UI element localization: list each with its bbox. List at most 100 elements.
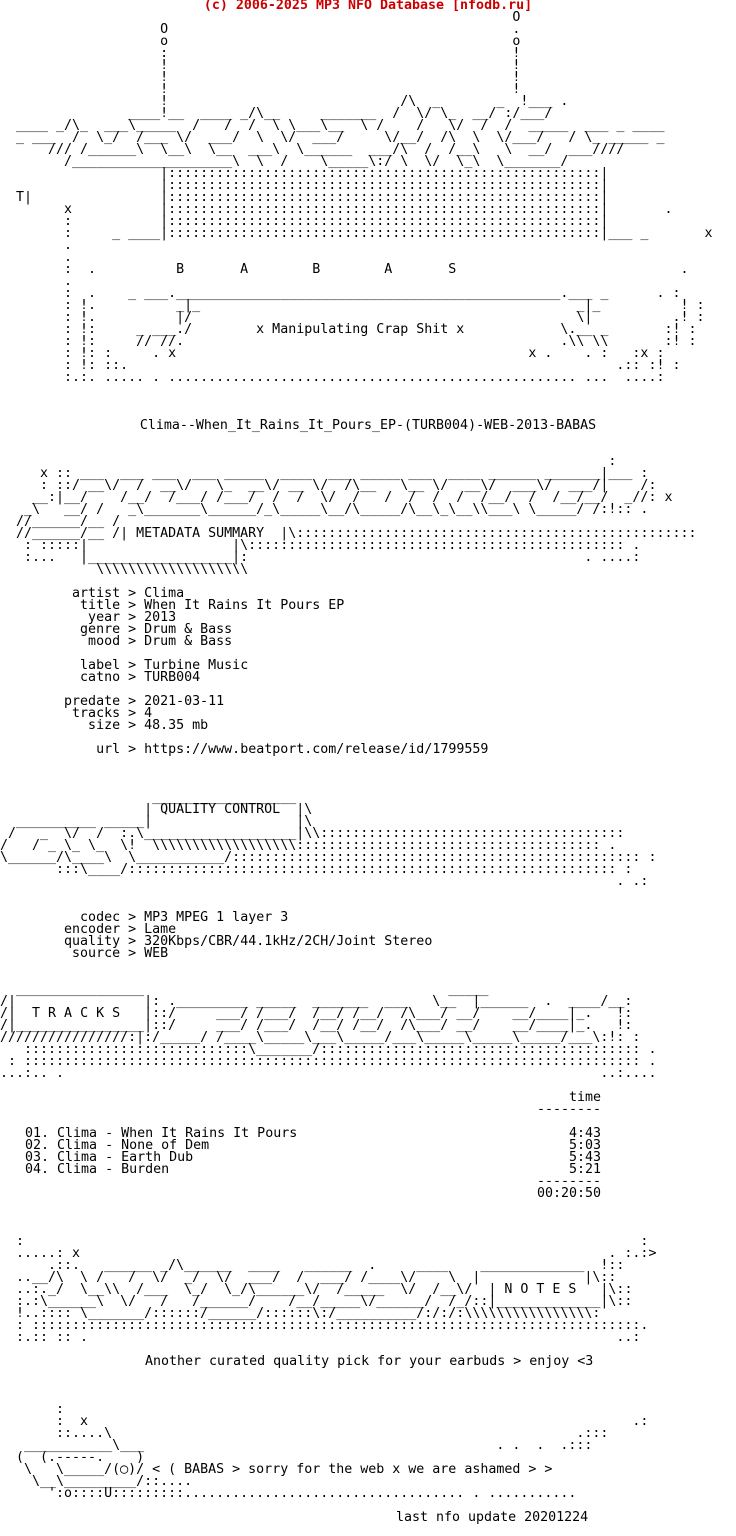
field-row: title > When It Rains It Pours EP — [0, 598, 736, 613]
art-line: ____!__ ____ _/\__ _______ / \/ \_ __/ :… — [0, 106, 553, 121]
copyright-header[interactable]: (c) 2006-2025 MP3 NFO Database [nfodb.ru… — [203, 0, 533, 13]
art-line: O . — [0, 22, 521, 37]
art-line: / _ \/ / :.\___________________|\\::::::… — [0, 826, 625, 841]
field-row: genre > Drum & Bass — [0, 623, 736, 636]
footer-message: < ( BABAS > sorry for the web x we are a… — [152, 1462, 553, 1477]
quality-banner-title: QUALITY CONTROL — [160, 802, 281, 817]
field-separator: > — [120, 718, 145, 733]
field-row: predate > 2021-03-11 — [0, 694, 736, 709]
field-key: source — [0, 946, 121, 961]
spacer — [0, 1200, 736, 1212]
track-time: 4:43 — [568, 1126, 601, 1141]
art-line: __________ _____| |\ — [0, 814, 313, 829]
art-line: _ ___ / \_/ /___ \/ ___/ \ \/ ___/ \/__/… — [0, 130, 665, 145]
last-update: last nfo update 20201224 — [396, 1510, 589, 1525]
art-line: :.:. ..... . ...........................… — [0, 370, 665, 385]
field-value: WEB — [144, 946, 169, 961]
field-key: title — [0, 598, 121, 613]
spacer — [0, 768, 736, 780]
art-line: /|________________|::/ ___/ /___/ /__/ /… — [0, 1018, 633, 1033]
field-row: year > 2013 — [0, 611, 736, 624]
field-separator: > — [120, 670, 145, 685]
art-line: : !: // //. .\\ \\ :! : — [0, 334, 697, 349]
metadata-banner-title: METADATA SUMMARY — [136, 526, 265, 541]
art-line: . — [0, 238, 73, 253]
field-separator: > — [120, 742, 145, 757]
field-separator: > — [120, 910, 145, 925]
art-line: : !. |/ \| .! : — [0, 310, 705, 325]
field-row: label > Turbine Music — [0, 658, 736, 673]
art-line: /____________________\ \ / \_____\:/ \ \… — [0, 154, 569, 169]
field-key: size — [0, 718, 121, 733]
field-key: predate — [0, 694, 121, 709]
art-line: ::::::::::::::::::::::::::::\_______/:::… — [0, 1042, 657, 1057]
field-value: MP3 MPEG 1 layer 3 — [144, 910, 289, 925]
spacer — [0, 396, 736, 408]
art-line: O — [0, 10, 521, 25]
art-line: .::. ______ _/\______ ____ ______ . ____… — [0, 1258, 625, 1273]
spacer — [0, 756, 736, 768]
field-key: tracks — [0, 706, 121, 721]
tracks-banner-art: ________________ _____ /| |: ._________ … — [0, 982, 736, 1081]
field-separator: > — [120, 934, 145, 949]
art-line: : !: ::. .:: :! : — [0, 358, 681, 373]
art-line: :::\____/:::::::::::::::::::::::::::::::… — [0, 862, 633, 877]
field-row: codec > MP3 MPEG 1 layer 3 — [0, 910, 736, 925]
spacer — [0, 960, 736, 972]
notes-text: Another curated quality pick for your ea… — [145, 1354, 594, 1369]
metadata-banner-title-row: //______/__ /| METADATA SUMMARY |\::::::… — [0, 526, 697, 541]
track-time: 5:21 — [568, 1162, 601, 1177]
field-value: When It Rains It Pours EP — [144, 598, 345, 613]
spacer — [0, 1080, 736, 1092]
art-line: : !. _|_ _|_ ! : — [0, 298, 705, 313]
art-line: /| |: ._________ _____ _______ ___ \__ |… — [0, 994, 633, 1009]
spacer — [0, 1368, 736, 1380]
art-line: ___________\___ . . . .::: — [0, 1438, 593, 1453]
art-line: ________________ _____ — [0, 982, 649, 997]
field-value: Turbine Music — [144, 658, 249, 673]
track-time: 5:43 — [568, 1150, 601, 1165]
field-key: label — [0, 658, 121, 673]
field-key: catno — [0, 670, 121, 685]
art-line: :.:\______\ \/ / /______/ /__/_____\/___… — [0, 1294, 633, 1309]
art-line: : |:::::::::::::::::::::::::::::::::::::… — [0, 214, 609, 229]
field-row: encoder > Lame — [0, 923, 736, 936]
art-line: : ::::::::::::::::::::::::::::::::::::::… — [0, 1054, 657, 1069]
field-value: TURB004 — [144, 670, 201, 685]
tracklist: time--------01. Clima - When It Rains It… — [0, 1091, 736, 1201]
tracklist-total: 00:20:50 — [537, 1186, 602, 1201]
art-line: _\ __/ / _\_______\______/_\_____\__/\__… — [0, 502, 649, 517]
art-line: ..__/\ \ / / \/ _/ \/ ___/ / ___/ /____\… — [0, 1270, 617, 1285]
track-number: 04. — [25, 1162, 58, 1177]
track-number: 02. — [25, 1138, 58, 1153]
art-line: : : — [0, 1234, 649, 1249]
art-line: : !: : . x x . . : :x : — [0, 346, 665, 361]
art-line: .....: x . :.:> — [0, 1246, 657, 1261]
notes-banner-art: : : .....: x . :.:> .::. ______ _/\_____… — [0, 1234, 736, 1344]
art-line: : — [0, 1402, 65, 1417]
art-line: \______/\____\ \___________/::::::::::::… — [0, 850, 657, 865]
art-line: T| |::::::::::::::::::::::::::::::::::::… — [0, 190, 609, 205]
notes-banner-title: N O T E S — [504, 1282, 577, 1297]
field-key: mood — [0, 634, 121, 649]
field-separator: > — [120, 634, 145, 649]
field-value: https://www.beatport.com/release/id/1799… — [144, 742, 489, 757]
art-line: . — [0, 274, 73, 289]
art-line: : ! — [0, 46, 521, 61]
spacer — [0, 1392, 736, 1404]
spacer — [0, 1212, 736, 1224]
metadata-fields: artist > Clima title > When It Rains It … — [0, 586, 736, 757]
spacer — [0, 384, 736, 396]
field-separator: > — [120, 694, 145, 709]
art-line: ...:.. . ..:.... — [0, 1066, 657, 1081]
tracks-banner-title: T R A C K S — [32, 1006, 121, 1021]
field-row: size > 48.35 mb — [0, 718, 736, 733]
field-value: Clima — [144, 586, 185, 601]
art-line: ! /\ _ _ !___ . — [0, 94, 569, 109]
field-separator: > — [120, 946, 145, 961]
field-row: source > WEB — [0, 946, 736, 961]
field-separator: > — [120, 586, 145, 601]
track-title: When It Rains It Pours — [121, 1126, 298, 1141]
field-row: artist > Clima — [0, 586, 736, 601]
